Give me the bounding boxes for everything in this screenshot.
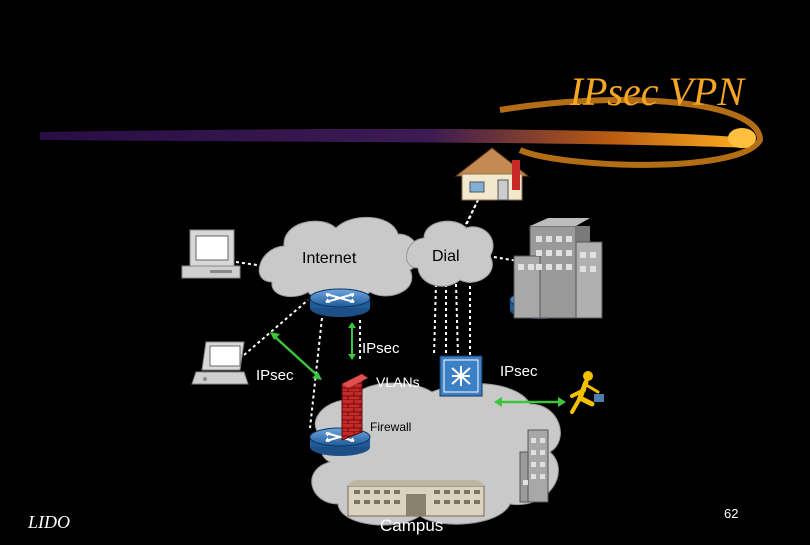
firewall-label: Firewall xyxy=(370,420,412,434)
ipsec-tunnel-arrow-internet xyxy=(348,322,356,360)
ipsec-tunnel-arrow-laptop xyxy=(270,332,322,380)
internet-router-icon xyxy=(309,288,371,318)
dial-cloud xyxy=(406,220,494,287)
campus-label: Campus xyxy=(380,516,444,535)
page-number: 62 xyxy=(724,506,739,521)
laptop-icon xyxy=(191,341,249,385)
vlans-label: VLANs xyxy=(376,374,420,390)
firewall-icon xyxy=(341,373,368,441)
home-house-icon xyxy=(454,147,530,201)
ipsec-label-top: IPsec xyxy=(362,340,400,357)
campus-tower-building-icon xyxy=(519,429,549,503)
remote-office-building-icon xyxy=(513,218,603,319)
internet-label: Internet xyxy=(302,250,357,267)
title-swoosh-decoration xyxy=(40,97,764,168)
dial-label: Dial xyxy=(432,248,460,265)
ipsec-label-left: IPsec xyxy=(256,367,294,384)
slide-title: IPsec VPN xyxy=(569,69,744,114)
vlan-switch-icon xyxy=(439,355,483,397)
house-to-dial-line xyxy=(459,199,479,237)
ipsec-label-right: IPsec xyxy=(500,363,538,380)
campus-main-building-icon xyxy=(346,480,486,517)
desktop-computer-icon xyxy=(181,229,241,279)
mobile-user-running-icon xyxy=(570,371,604,414)
footer-logo-text: LIDO xyxy=(28,512,71,532)
ipsec-tunnel-arrow-traveler xyxy=(494,397,566,407)
